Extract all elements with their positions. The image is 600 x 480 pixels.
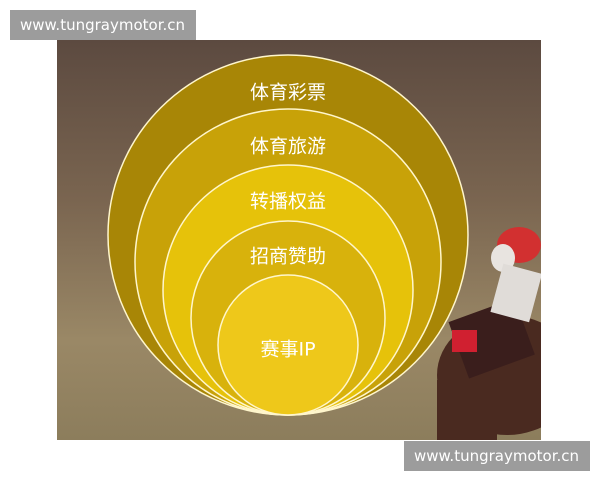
layer-label-3: 转播权益 <box>250 191 326 213</box>
layer-label-4: 招商赞助 <box>250 246 326 268</box>
circle-layer-5 <box>217 274 359 416</box>
layer-label-5: 赛事IP <box>260 339 315 361</box>
background-photo: 体育彩票体育旅游转播权益招商赞助赛事IP <box>57 40 541 440</box>
watermark-top: www.tungraymotor.cn <box>10 10 196 40</box>
watermark-bottom: www.tungraymotor.cn <box>404 441 590 471</box>
layer-label-1: 体育彩票 <box>250 82 326 104</box>
horse-rider-image <box>437 227 541 440</box>
layer-label-2: 体育旅游 <box>250 136 326 158</box>
